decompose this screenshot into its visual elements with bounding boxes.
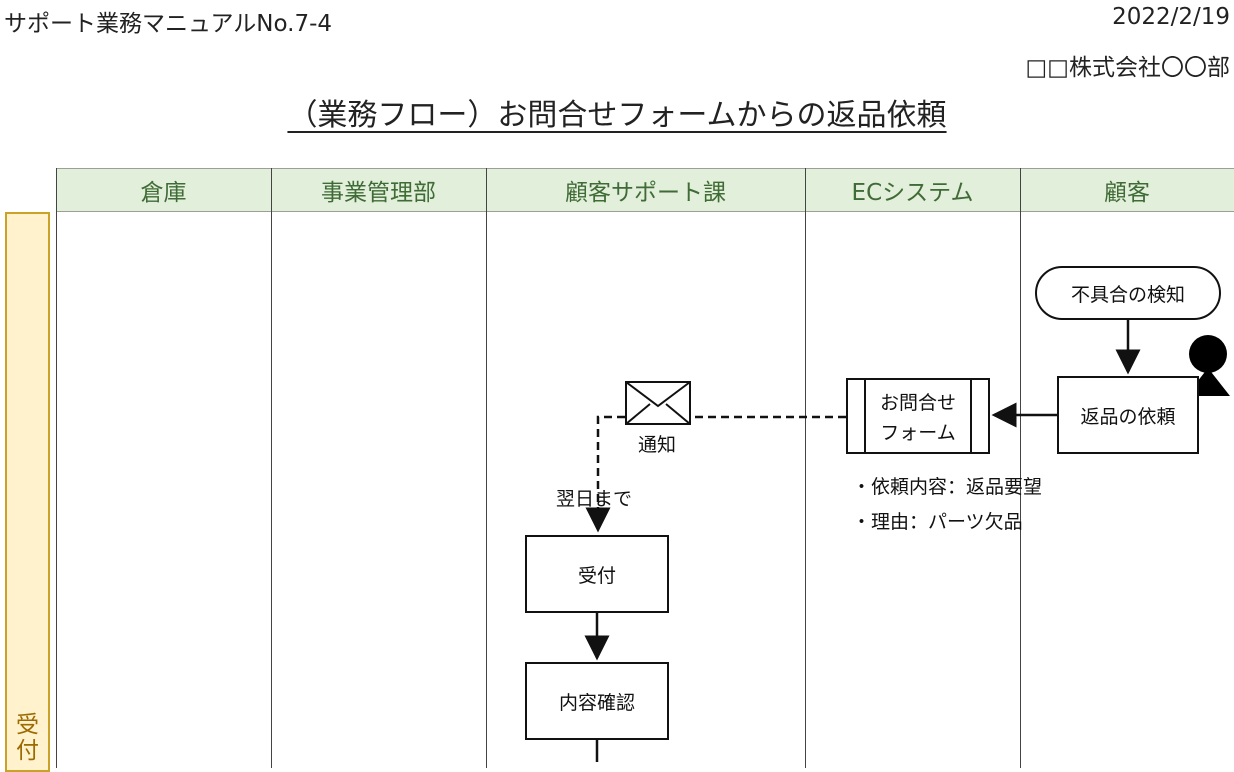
lane-divider [805, 168, 806, 768]
lane-header-business-mgmt: 事業管理部 [271, 168, 486, 212]
deadline-label: 翌日まで [556, 488, 633, 510]
lane-header-customer: 顧客 [1020, 168, 1234, 212]
lane-header-customer-support: 顧客サポート課 [486, 168, 805, 212]
page-title: （業務フロー）お問合せフォームからの返品依頼 [0, 90, 1234, 134]
mail-icon [625, 381, 691, 425]
process-content-check: 内容確認 [525, 662, 669, 740]
start-terminal: 不具合の検知 [1035, 266, 1221, 320]
document-date: 2022/2/19 [1112, 4, 1230, 30]
lane-divider [271, 168, 272, 768]
department-name: □□株式会社〇〇部 [1025, 55, 1230, 81]
subprocess-bar-left [864, 380, 866, 452]
subprocess-inquiry-form: お問合せ フォーム [846, 378, 990, 454]
subprocess-line-2: フォーム [880, 421, 956, 444]
lane-header-ec-system: ECシステム [805, 168, 1020, 212]
lane-divider [486, 168, 487, 768]
phase-label-text: 受付 [16, 712, 39, 764]
lane-divider [56, 168, 57, 768]
phase-label: 受付 [5, 712, 50, 764]
arrow-form-to-receive [585, 415, 846, 533]
note-request-content: ・依頼内容：返品要望 [852, 476, 1043, 498]
process-receive: 受付 [525, 535, 669, 613]
subprocess-bar-right [970, 380, 972, 452]
phase-band [5, 212, 50, 772]
lane-divider [1020, 168, 1021, 768]
note-reason: ・理由：パーツ欠品 [852, 511, 1023, 533]
document-id: サポート業務マニュアルNo.7-4 [4, 11, 333, 37]
page-title-text: （業務フロー）お問合せフォームからの返品依頼 [287, 98, 947, 133]
lane-header-warehouse: 倉庫 [56, 168, 271, 212]
notify-label: 通知 [638, 434, 677, 456]
subprocess-line-1: お問合せ [879, 391, 956, 414]
subprocess-text: お問合せ フォーム [866, 386, 970, 446]
process-return-request: 返品の依頼 [1057, 376, 1199, 454]
